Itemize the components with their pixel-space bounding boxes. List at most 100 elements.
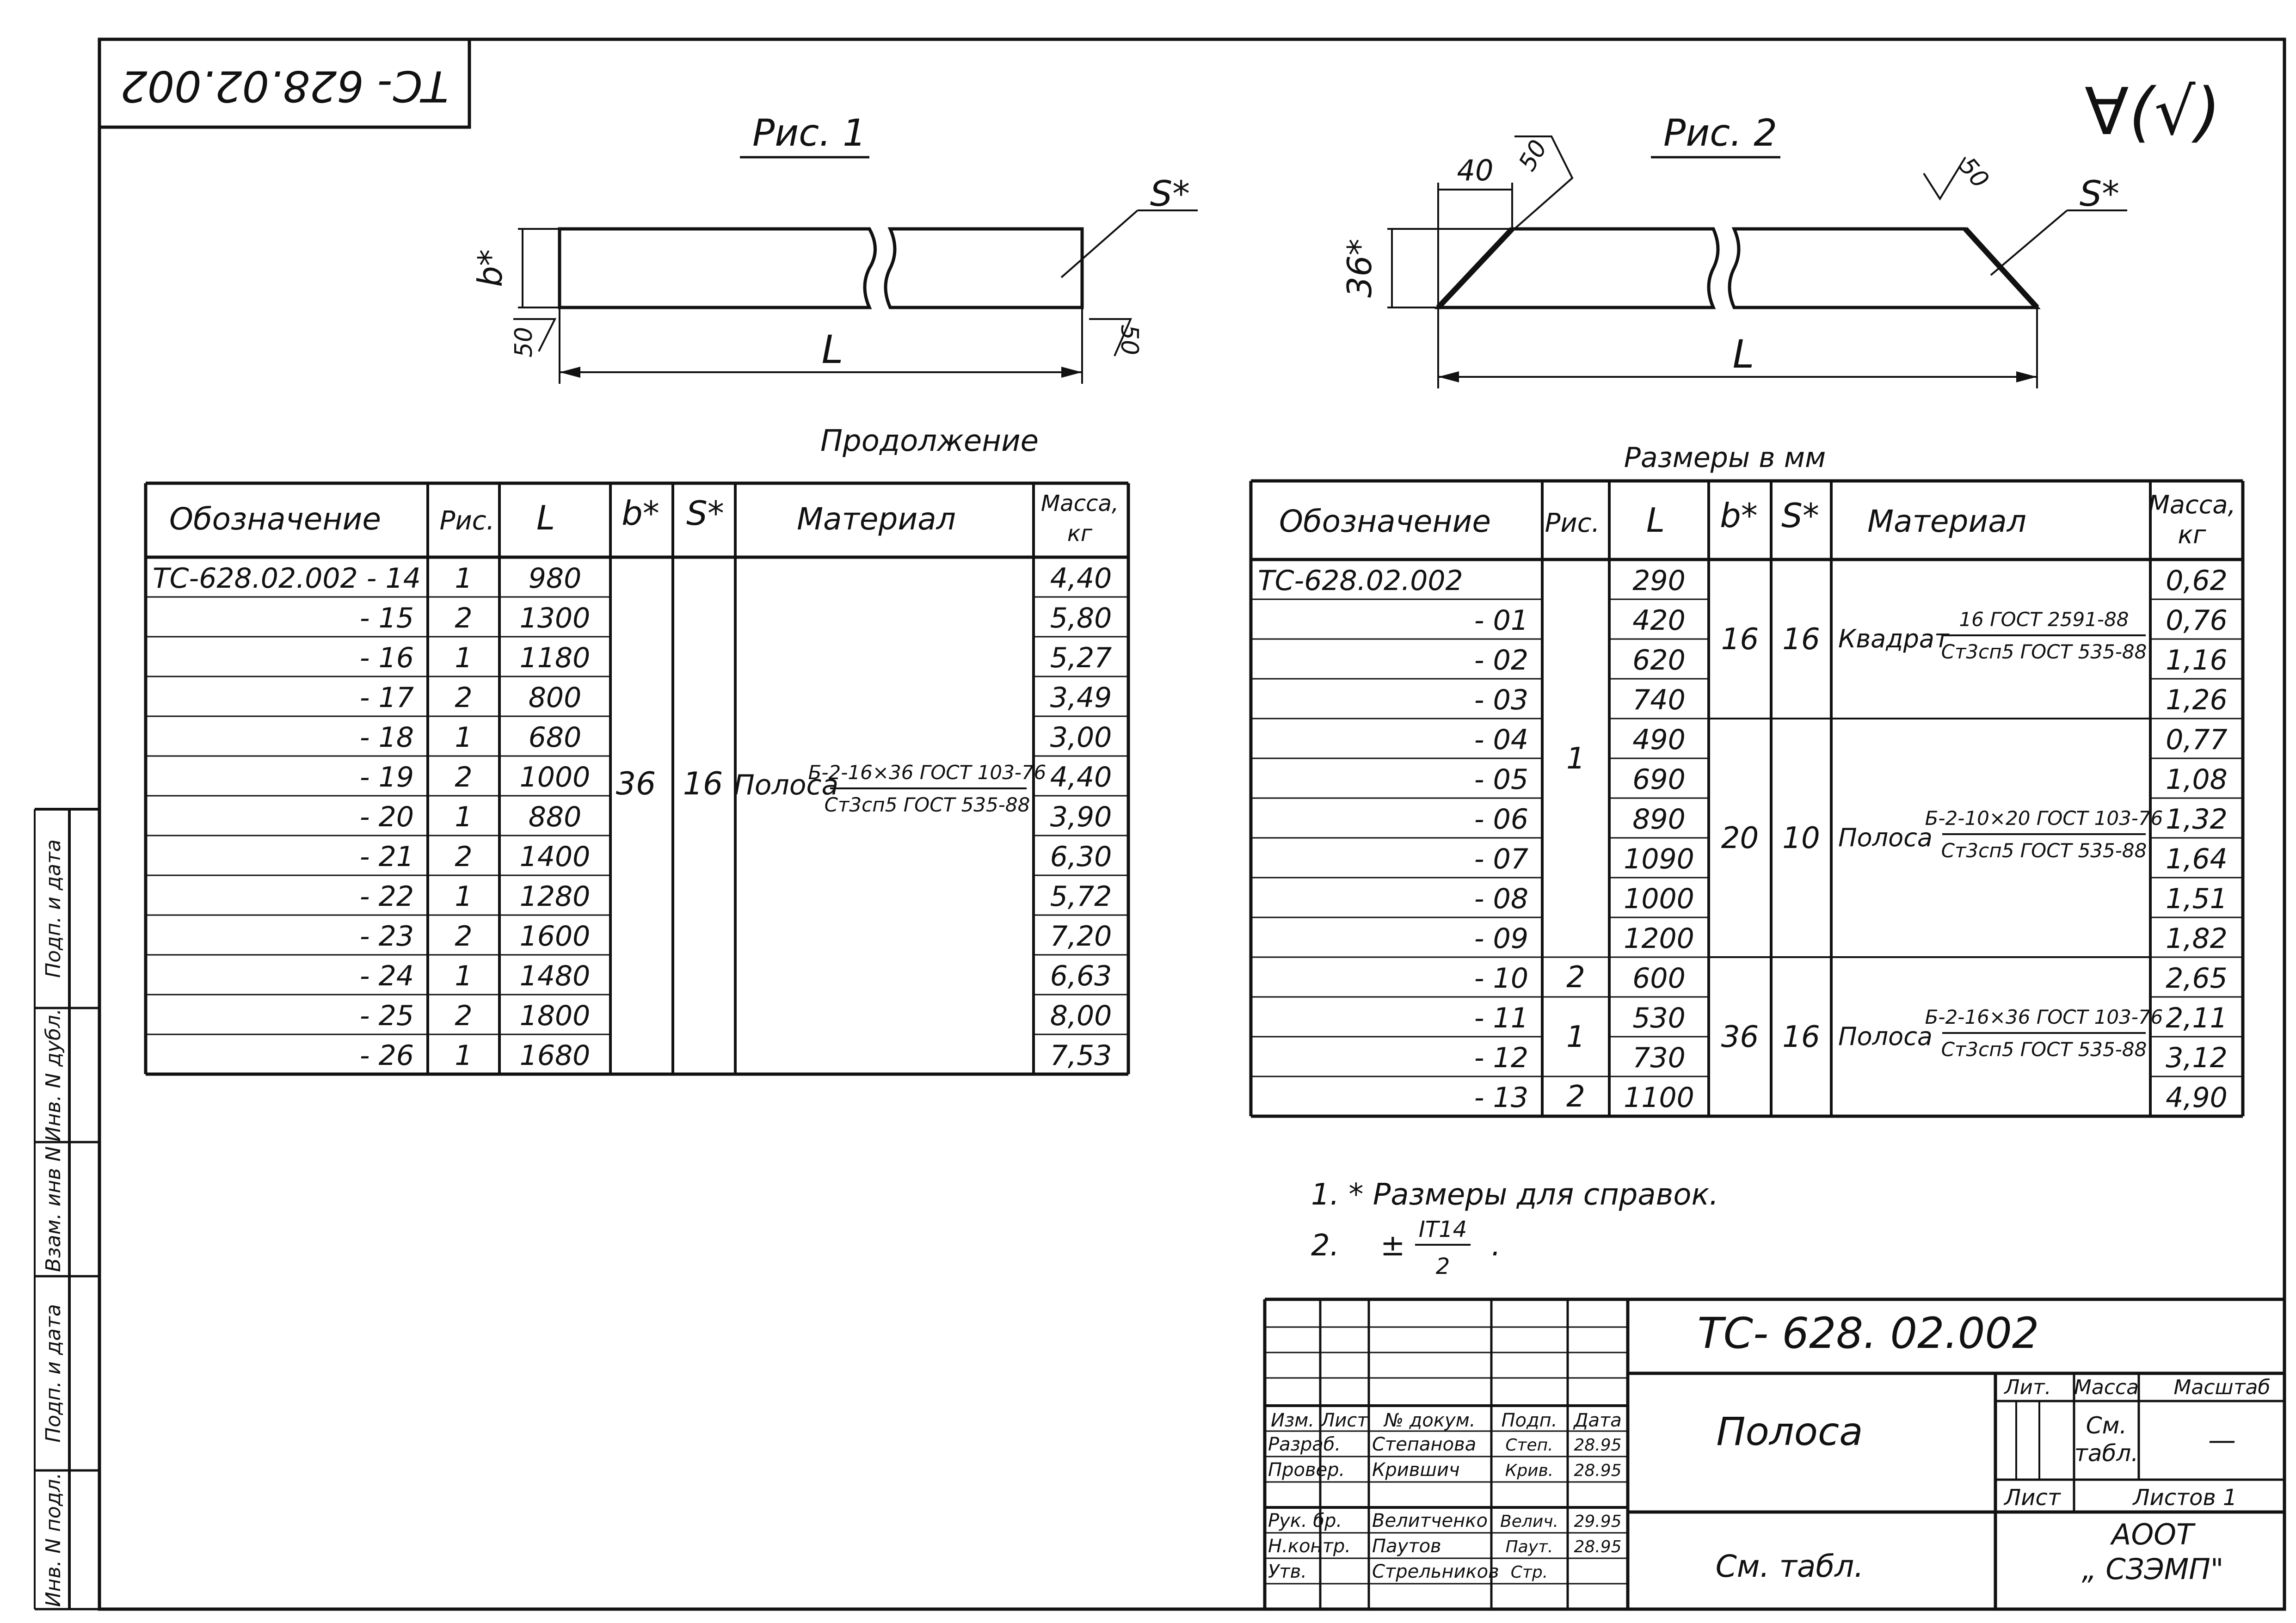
- lt-row-fig: 1: [455, 880, 472, 913]
- left-table-header: Обозначение Рис. L b* S* Материал Масса,…: [169, 491, 1119, 547]
- rt-h-designation: Обозначение: [1279, 504, 1491, 539]
- note-2-pm: ±: [1380, 1229, 1405, 1263]
- tb-material: См. табл.: [1716, 1549, 1864, 1584]
- tb-col-header: Подп.: [1501, 1410, 1557, 1431]
- lt-s-value: 16: [683, 766, 723, 802]
- rt-row-designation: - 07: [1474, 843, 1528, 875]
- fig2-40-label: 40: [1457, 154, 1494, 187]
- tb-person-name: Крившич: [1372, 1459, 1460, 1481]
- tb-org-2: „ СЗЭМП": [2082, 1552, 2224, 1586]
- lt-row-designation: - 24: [360, 960, 414, 992]
- rt-row-length: 1100: [1624, 1082, 1694, 1114]
- lt-h-b: b*: [622, 494, 659, 533]
- tb-scale-value: —: [2208, 1424, 2236, 1457]
- tb-lit: Лит.: [2003, 1376, 2051, 1399]
- rt-group-material-top: 16 ГОСТ 2591-88: [1959, 608, 2129, 631]
- rt-row-length: 1090: [1624, 843, 1694, 875]
- rt-h-mass-2: кг: [2178, 520, 2207, 549]
- lt-row-length: 980: [529, 562, 582, 595]
- rt-row-designation: ТС-628.02.002: [1258, 565, 1463, 597]
- tb-person-name: Стрельников: [1372, 1561, 1499, 1582]
- fig2-r50-left: 50: [1514, 135, 1553, 176]
- lt-row-mass: 3,00: [1050, 721, 1112, 754]
- rt-h-L: L: [1646, 501, 1665, 540]
- lt-row-length: 1280: [520, 880, 591, 913]
- rt-row-designation: - 05: [1474, 763, 1528, 796]
- rt-group-material-name: Квадрат: [1838, 624, 1950, 653]
- rt-row-designation: - 10: [1474, 962, 1528, 995]
- lt-row-length: 1600: [520, 920, 591, 953]
- lt-row-designation: - 19: [360, 761, 414, 793]
- tb-date: 28.95: [1574, 1537, 1621, 1556]
- rt-row-length: 600: [1632, 962, 1686, 995]
- rt-fig-group: 1: [1566, 742, 1585, 776]
- left-table-grid: [144, 481, 1130, 1076]
- lt-row-designation: - 26: [360, 1039, 414, 1072]
- rt-row-designation: - 13: [1474, 1082, 1528, 1114]
- rt-row-designation: - 02: [1474, 644, 1528, 676]
- tb-signature: Паут.: [1506, 1537, 1553, 1556]
- lt-row-mass: 5,80: [1050, 602, 1112, 634]
- rt-row-length: 730: [1632, 1042, 1686, 1074]
- title-block-grid: [1263, 1297, 2284, 1609]
- rt-row-mass: 1,51: [2166, 883, 2228, 915]
- lt-row-length: 1680: [520, 1039, 591, 1072]
- rt-row-designation: - 12: [1474, 1042, 1528, 1074]
- tb-person-name: Степанова: [1372, 1434, 1476, 1455]
- note-1: 1. * Размеры для справок.: [1311, 1178, 1719, 1212]
- rt-h-fig: Рис.: [1545, 508, 1600, 538]
- rt-fig-group: 2: [1566, 1080, 1585, 1114]
- lt-row-mass: 3,49: [1050, 682, 1112, 714]
- side-stamp-label: Подп. и дата: [42, 1304, 65, 1443]
- rt-row-designation: - 01: [1474, 604, 1528, 637]
- lt-row-designation: - 23: [360, 920, 414, 953]
- tb-person-name: Велитченко: [1372, 1510, 1488, 1531]
- rt-row-length: 490: [1632, 724, 1686, 756]
- lt-row-length: 1180: [520, 642, 591, 674]
- rt-row-mass: 0,62: [2166, 565, 2228, 597]
- side-stamp-label: Подп. и дата: [42, 839, 65, 978]
- fig1-b-label: b*: [471, 249, 510, 287]
- note-2-den: 2: [1436, 1254, 1450, 1279]
- rt-row-mass: 0,76: [2166, 604, 2228, 637]
- lt-material-bottom: Ст3сп5 ГОСТ 535-88: [825, 793, 1030, 816]
- lt-row-length: 1300: [520, 602, 591, 634]
- rt-row-length: 1200: [1624, 922, 1694, 955]
- note-2-prefix: 2.: [1311, 1229, 1339, 1263]
- rt-row-length: 420: [1632, 604, 1686, 637]
- fig1-s-label: S*: [1150, 173, 1190, 214]
- tb-date: 29.95: [1574, 1512, 1621, 1531]
- note-2-suffix: .: [1491, 1229, 1501, 1263]
- tb-signature: Крив.: [1505, 1461, 1553, 1480]
- side-stamp-label: Инв. N дубл.: [42, 1008, 65, 1142]
- rt-fig-group: 1: [1566, 1020, 1585, 1054]
- lt-h-L: L: [536, 498, 555, 537]
- tb-col-header: № докум.: [1383, 1410, 1475, 1431]
- lt-row-fig: 2: [455, 841, 472, 873]
- rt-row-length: 530: [1632, 1002, 1686, 1034]
- lt-material-name: Полоса: [734, 769, 839, 801]
- rt-group-material-bottom: Ст3сп5 ГОСТ 535-88: [1941, 839, 2147, 862]
- tb-role: Рук. бр.: [1268, 1510, 1342, 1531]
- rt-row-designation: - 08: [1474, 883, 1528, 915]
- lt-row-length: 680: [529, 721, 582, 754]
- lt-row-fig: 2: [455, 682, 472, 714]
- fig2-b-label: 36*: [1340, 239, 1379, 298]
- tb-col-header: Лист: [1320, 1410, 1368, 1431]
- right-table-header: Обозначение Рис. L b* S* Материал Масса,…: [1279, 490, 2236, 549]
- lt-row-fig: 2: [455, 761, 472, 793]
- rt-row-designation: - 09: [1474, 922, 1528, 955]
- rt-row-designation: - 03: [1474, 684, 1528, 716]
- rt-group-s: 16: [1782, 622, 1820, 657]
- lt-row-mass: 5,27: [1050, 642, 1112, 674]
- rt-row-length: 740: [1632, 684, 1686, 716]
- figure-2: Рис. 2 36* 40 50 50 L S*: [1340, 111, 2127, 388]
- lt-row-mass: 6,63: [1050, 960, 1112, 992]
- rt-group-material-name: Полоса: [1838, 1022, 1933, 1051]
- tb-mass: Масса: [2074, 1376, 2139, 1399]
